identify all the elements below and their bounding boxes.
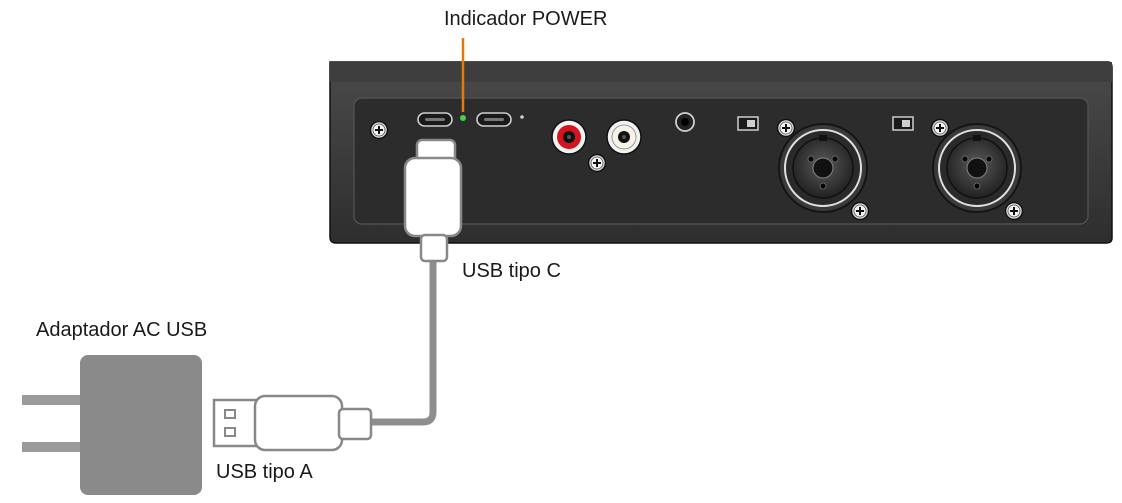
xlr-combo-jack-icon bbox=[932, 123, 1022, 213]
adapter-body bbox=[80, 355, 202, 495]
headphone-jack-icon bbox=[675, 112, 695, 132]
adapter-prong bbox=[22, 442, 84, 452]
adapter-prong bbox=[22, 395, 84, 405]
rca-jack-icon bbox=[606, 119, 642, 155]
usb-a-label: USB tipo A bbox=[216, 461, 313, 483]
xlr-combo-jack-icon bbox=[778, 123, 868, 213]
switch-icon bbox=[737, 116, 759, 131]
screw-icon bbox=[369, 120, 389, 140]
screw-icon bbox=[1004, 201, 1024, 221]
rca-jack-icon bbox=[551, 119, 587, 155]
usb-a-plug bbox=[212, 394, 373, 452]
usb-ac-adapter bbox=[22, 355, 202, 495]
audio-interface bbox=[329, 61, 1113, 244]
switch-icon bbox=[892, 116, 914, 131]
usb-c-plug bbox=[403, 138, 463, 263]
screw-icon bbox=[776, 118, 796, 138]
power-led bbox=[460, 115, 466, 121]
pinhole bbox=[520, 115, 524, 119]
screw-icon bbox=[930, 118, 950, 138]
usb-c-port-icon bbox=[476, 112, 512, 127]
screw-icon bbox=[850, 201, 870, 221]
power-indicator-label: Indicador POWER bbox=[444, 8, 608, 30]
device-top-edge bbox=[330, 62, 1112, 82]
usb-c-label: USB tipo C bbox=[462, 260, 561, 282]
usb-cable bbox=[370, 262, 437, 426]
usb-c-port-icon bbox=[417, 112, 453, 127]
usb-ac-adapter-label: Adaptador AC USB bbox=[36, 319, 208, 341]
screw-icon bbox=[587, 153, 607, 173]
